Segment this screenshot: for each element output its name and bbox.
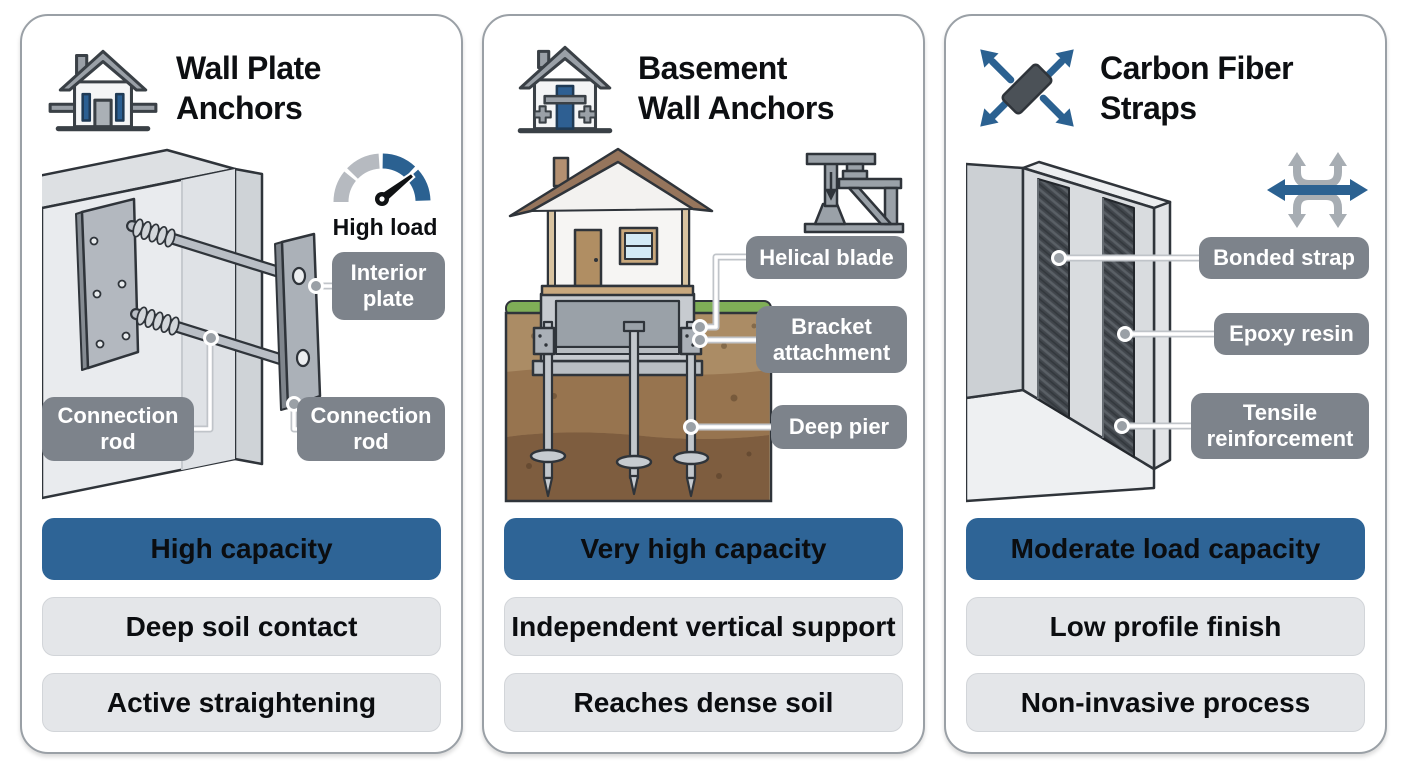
panel-title: Basement Wall Anchors — [638, 48, 835, 128]
feature-pill: Reaches dense soil — [504, 673, 903, 732]
panel-title: Carbon Fiber Straps — [1100, 48, 1294, 128]
title-line-2: Straps — [1100, 90, 1197, 126]
feature-pill: Non-invasive process — [966, 673, 1365, 732]
callout-interior-plate: Interior plate — [332, 252, 445, 320]
panel-header: Wall Plate Anchors — [42, 32, 441, 144]
strap-wall-scene — [966, 160, 1218, 503]
carbon-strap-illustration: Bonded strap Epoxy resin Tensile reinfor… — [966, 146, 1369, 506]
panel-wall-plate-anchors: Wall Plate Anchors — [20, 14, 463, 754]
feature-list: Moderate load capacity Low profile finis… — [966, 518, 1365, 732]
feature-pill: Low profile finish — [966, 597, 1365, 656]
jack-indicator — [801, 148, 907, 236]
panel-basement-wall-anchors: Basement Wall Anchors — [482, 14, 925, 754]
house-basement-anchor-icon — [504, 39, 626, 137]
house-pier-scene — [504, 147, 775, 503]
callout-bonded-strap: Bonded strap — [1199, 237, 1369, 279]
title-line-2: Anchors — [176, 90, 303, 126]
leader-lines — [1051, 250, 1218, 434]
feature-list: High capacity Deep soil contact Active s… — [42, 518, 441, 732]
title-line-1: Basement — [638, 50, 787, 86]
wall-plate-illustration: High load Interior plate Connection rod … — [42, 146, 445, 506]
panel-header: Carbon Fiber Straps — [966, 32, 1365, 144]
gauge-label: High load — [332, 214, 438, 240]
feature-pill: Active straightening — [42, 673, 441, 732]
panel-carbon-fiber-straps: Carbon Fiber Straps — [944, 14, 1387, 754]
feature-pill-highlight: Very high capacity — [504, 518, 903, 580]
hydraulic-jack-icon — [803, 152, 905, 234]
leader-lines — [683, 253, 775, 435]
leader-lines — [188, 278, 338, 433]
feature-pill-highlight: Moderate load capacity — [966, 518, 1365, 580]
gauge-icon — [333, 153, 431, 206]
feature-list: Very high capacity Independent vertical … — [504, 518, 903, 732]
feature-pill: Independent vertical support — [504, 597, 903, 656]
movement-indicator — [1266, 148, 1369, 232]
basement-anchor-illustration: Helical blade Bracket attachment Deep pi… — [504, 146, 907, 506]
feature-pill: Deep soil contact — [42, 597, 441, 656]
strap-expansion-icon — [966, 39, 1088, 137]
callout-bracket-attachment: Bracket attachment — [756, 306, 907, 373]
callout-epoxy-resin: Epoxy resin — [1214, 313, 1369, 355]
callout-tensile-reinforcement: Tensile reinforcement — [1191, 393, 1369, 459]
house-wall-plate-icon — [42, 39, 164, 137]
lateral-movement-arrows-icon — [1267, 152, 1368, 228]
load-indicator: High load — [325, 146, 445, 241]
panel-title: Wall Plate Anchors — [176, 48, 321, 128]
callout-connection-rod-right: Connection rod — [297, 397, 445, 461]
title-line-1: Carbon Fiber — [1100, 50, 1294, 86]
title-line-1: Wall Plate — [176, 50, 321, 86]
callout-deep-pier: Deep pier — [771, 405, 907, 449]
panel-header: Basement Wall Anchors — [504, 32, 903, 144]
callout-helical-blade: Helical blade — [746, 236, 907, 279]
callout-connection-rod-left: Connection rod — [42, 397, 194, 461]
title-line-2: Wall Anchors — [638, 90, 835, 126]
feature-pill-highlight: High capacity — [42, 518, 441, 580]
